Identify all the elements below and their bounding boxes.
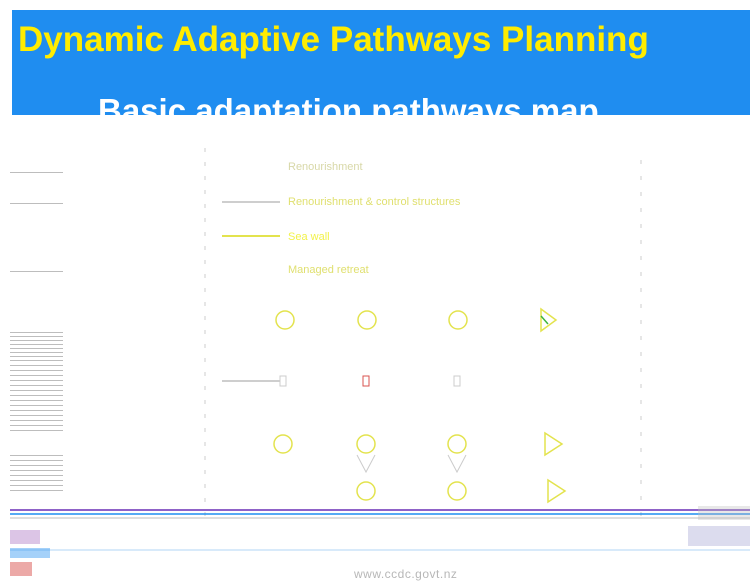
- legend-label-renourishment: Renourishment: [288, 161, 363, 173]
- node-circle: [447, 481, 467, 501]
- page-title: Dynamic Adaptive Pathways Planning: [18, 20, 649, 59]
- branch-line: [447, 454, 467, 474]
- left-logo: [10, 530, 50, 576]
- page-subtitle: Basic adaptation pathways map: [98, 92, 599, 115]
- transfer-marker: [453, 375, 461, 387]
- transfer-marker: [279, 375, 287, 387]
- node-row-1: [275, 307, 558, 333]
- node-circle: [448, 310, 468, 330]
- terminal-triangle-icon: [547, 478, 567, 504]
- transfer-marker: [362, 375, 370, 387]
- node-circle: [447, 434, 467, 454]
- terminal-triangle-icon: [540, 307, 558, 333]
- title-banner: Dynamic Adaptive Pathways Planning Basic…: [12, 10, 750, 115]
- legend-label-managed-retreat: Managed retreat: [288, 264, 369, 276]
- footer-url[interactable]: www.ccdc.govt.nz: [354, 567, 458, 581]
- node-row-3: [273, 431, 564, 474]
- legend-label-sea-wall: Sea wall: [288, 231, 330, 243]
- node-circle: [356, 434, 376, 454]
- green-marker: [540, 315, 549, 325]
- branch-line: [356, 454, 376, 474]
- legend-label-renourishment-control: Renourishment & control structures: [288, 196, 461, 208]
- node-row-2: [222, 375, 461, 387]
- left-rule-lines: [10, 160, 65, 580]
- node-circle: [357, 310, 377, 330]
- node-circle: [275, 310, 295, 330]
- terminal-triangle-icon: [544, 431, 564, 457]
- node-row-4: [356, 478, 567, 504]
- right-logo: [688, 506, 750, 546]
- node-circle: [356, 481, 376, 501]
- node-circle: [273, 434, 293, 454]
